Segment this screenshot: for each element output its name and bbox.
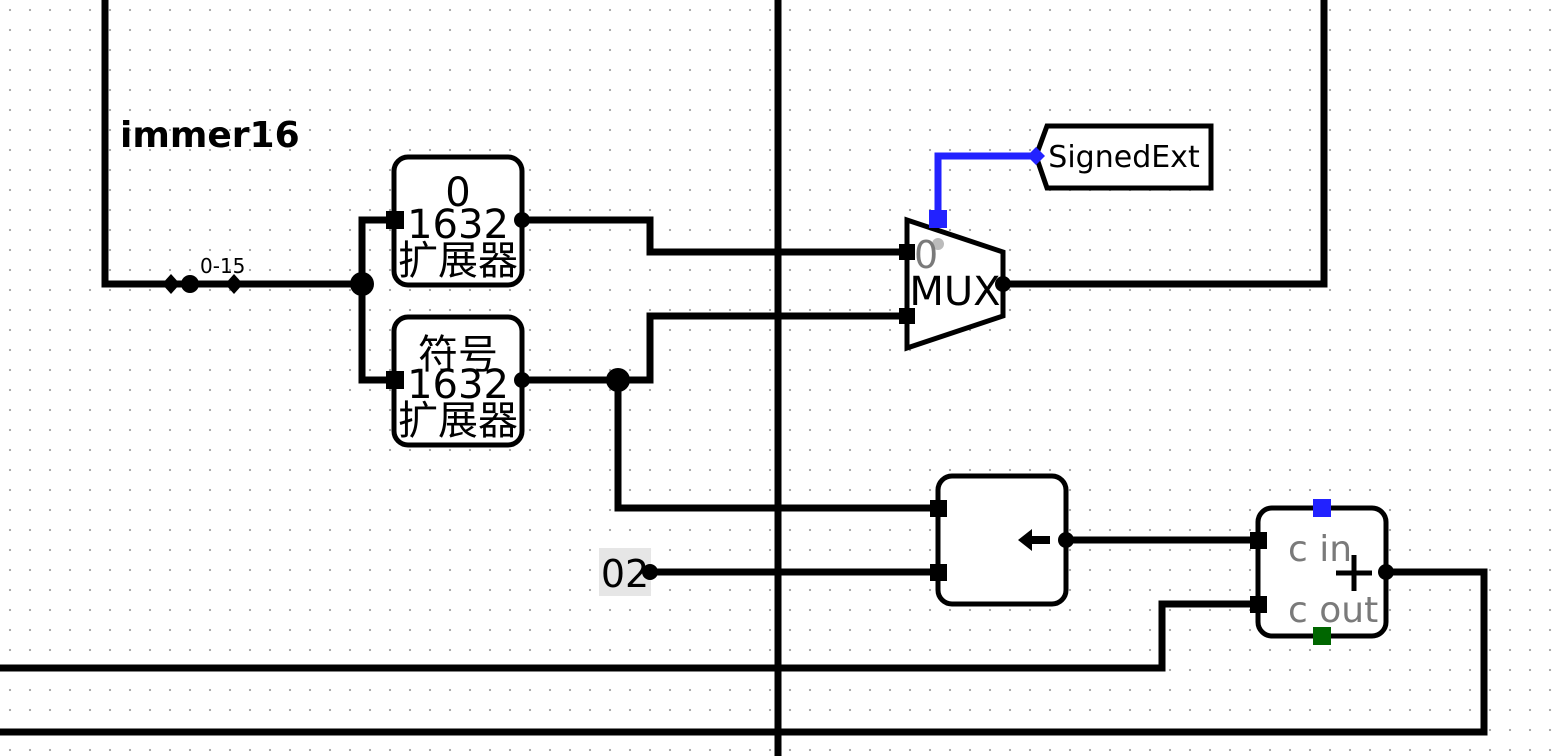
plus-icon — [1336, 555, 1372, 591]
sign-extender-input-pin[interactable] — [386, 371, 404, 389]
adder-carry-in-pin[interactable] — [1313, 499, 1331, 517]
sign-extender[interactable]: 符号 1632 扩展器 — [386, 314, 530, 448]
zero-extender-output-pin[interactable] — [514, 212, 530, 228]
wire-left-bus[interactable] — [101, 0, 366, 288]
splitter-label: 0-15 — [200, 254, 245, 278]
multiplexer[interactable]: 0 MUX — [899, 210, 1011, 352]
signed-ext-tag[interactable]: SignedExt — [1027, 123, 1214, 191]
tunnel-label: immer16 — [120, 115, 300, 156]
mux-input0-label: 0 — [914, 233, 938, 277]
adder-carry-out-pin[interactable] — [1313, 627, 1331, 645]
splitter-diamond-right — [225, 274, 243, 294]
sign-extender-line3: 扩展器 — [398, 398, 518, 444]
adder-output-pin[interactable] — [1378, 564, 1394, 580]
adder[interactable]: c in c out — [1250, 499, 1394, 645]
mux-body — [904, 216, 1006, 352]
wires — [0, 0, 1488, 756]
splitter[interactable]: 0-15 — [162, 254, 245, 294]
wire-lower-bus-2[interactable] — [0, 568, 1488, 736]
mux-select-indicator — [932, 238, 944, 250]
mux-input0-pin[interactable] — [899, 244, 915, 260]
adder-carry-in-label: c in — [1288, 529, 1352, 570]
shifter[interactable] — [930, 473, 1074, 607]
constant[interactable]: 02 — [599, 548, 658, 596]
zero-extender-line3: 扩展器 — [398, 238, 518, 284]
constant-value: 02 — [601, 552, 649, 596]
constant-output-pin[interactable] — [642, 564, 658, 580]
zero-extender-line1: 0 — [445, 170, 470, 216]
junction-dot-split — [350, 272, 374, 296]
zero-extender-input-pin[interactable] — [386, 211, 404, 229]
zero-extender-line2: 1632 — [407, 202, 509, 248]
junction-dot-sign — [606, 368, 630, 392]
wire-right-bus[interactable] — [999, 0, 1328, 288]
left-arrow-icon — [1018, 529, 1050, 551]
splitter-junction-dot — [181, 275, 199, 293]
signed-ext-tag-label: SignedExt — [1048, 140, 1200, 175]
mux-input1-pin[interactable] — [899, 308, 915, 324]
mux-output-pin[interactable] — [995, 276, 1011, 292]
splitter-diamond-left — [162, 274, 180, 294]
mux-select-pin[interactable] — [929, 210, 947, 228]
signed-ext-tag-pin[interactable] — [1027, 147, 1045, 165]
signed-ext-tag-body — [1033, 123, 1214, 191]
shifter-input-b-pin[interactable] — [930, 564, 947, 581]
adder-input-b-pin[interactable] — [1250, 596, 1267, 613]
shifter-input-a-pin[interactable] — [930, 500, 947, 517]
wire-lower-bus-1[interactable] — [0, 600, 1262, 672]
shifter-output-pin[interactable] — [1058, 532, 1074, 548]
wire-sign-ext-to-shifter[interactable] — [614, 376, 942, 512]
mux-label: MUX — [909, 269, 1000, 315]
wire-zero-ext-to-mux[interactable] — [518, 216, 911, 256]
wire-sign-ext-to-mux[interactable] — [518, 312, 911, 384]
zero-extender[interactable]: 0 1632 扩展器 — [386, 154, 530, 288]
sign-extender-output-pin[interactable] — [514, 372, 530, 388]
sign-extender-line1: 符号 — [418, 332, 498, 378]
adder-input-a-pin[interactable] — [1250, 532, 1267, 549]
sign-extender-line2: 1632 — [407, 362, 509, 408]
adder-carry-out-label: c out — [1288, 590, 1378, 631]
wire-mux-select[interactable] — [934, 152, 1036, 220]
